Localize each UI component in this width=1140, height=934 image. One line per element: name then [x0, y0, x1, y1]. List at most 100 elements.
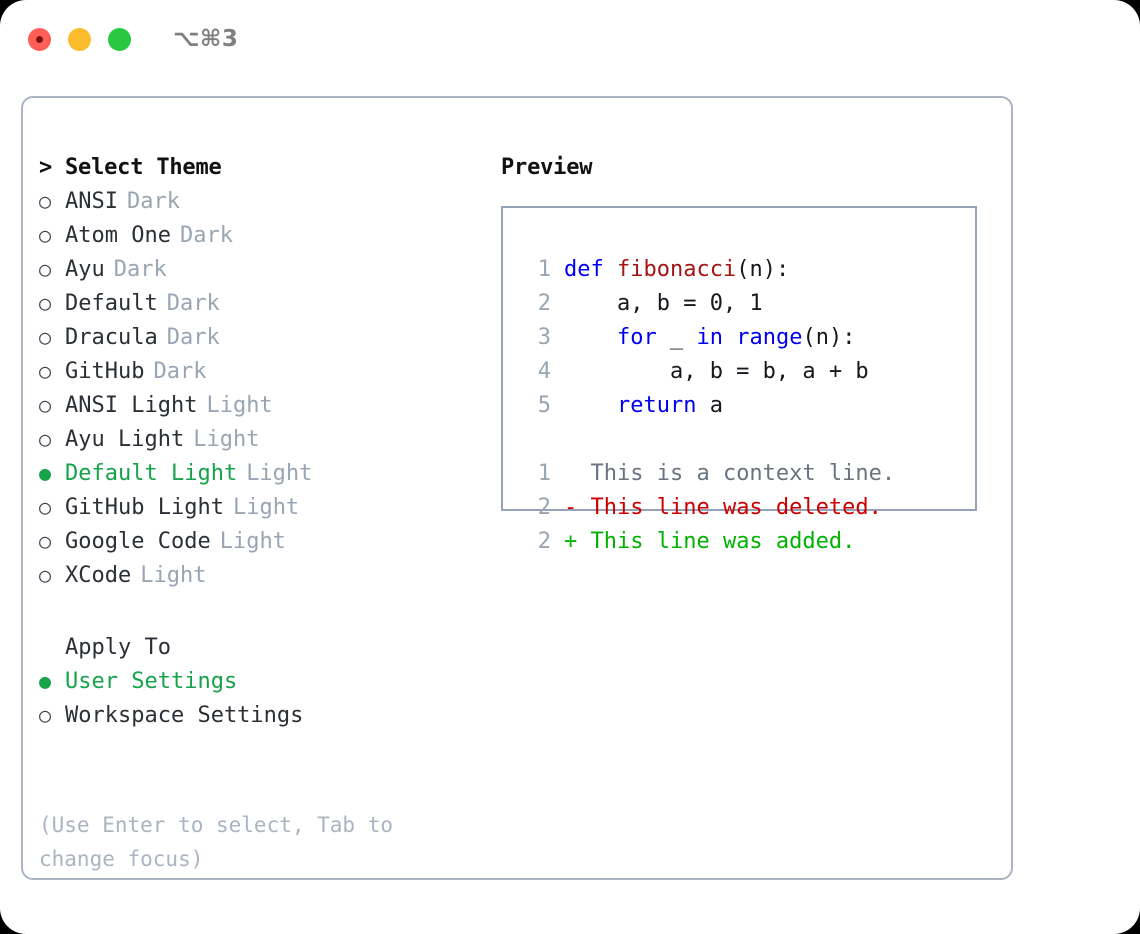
apply-to-title: Apply To: [65, 634, 171, 660]
code-line: 5 return a: [521, 388, 975, 422]
radio-unselected-icon: ○: [39, 703, 52, 727]
radio-unselected-icon: ○: [39, 291, 52, 315]
select-theme-title: Select Theme: [65, 154, 222, 180]
code-token: (n):: [736, 256, 790, 282]
apply-to-option-workspace-settings[interactable]: ○ Workspace Settings: [39, 698, 489, 732]
keyboard-hint: (Use Enter to select, Tab to change focu…: [39, 813, 406, 871]
line-number: 2: [537, 290, 551, 316]
theme-option-tag: Dark: [153, 358, 207, 384]
code-token: [723, 325, 736, 350]
code-token: a: [696, 392, 723, 418]
line-number: 1: [537, 460, 551, 486]
title-bar: ⌥⌘3: [0, 0, 1140, 78]
preview-title: Preview: [501, 154, 593, 180]
apply-to-option-user-settings[interactable]: ● User Settings: [39, 664, 489, 698]
line-number: 1: [537, 256, 551, 282]
apply-to-option-label: User Settings: [65, 668, 238, 694]
theme-option-ansi[interactable]: ○ ANSI Dark: [39, 184, 489, 218]
diff-sample: 1 This is a context line.2- This line wa…: [521, 456, 975, 558]
code-token: for: [616, 324, 657, 350]
diff-marker: [564, 461, 577, 486]
code-gap: [521, 422, 975, 456]
code-token: _: [656, 324, 697, 350]
theme-option-tag: Light: [232, 494, 300, 520]
line-number: 2: [537, 528, 551, 554]
code-token: a, b = b, a + b: [564, 358, 869, 384]
theme-option-label: ANSI Light: [65, 392, 198, 418]
diff-text: This line was deleted.: [577, 494, 882, 520]
theme-option-label: Ayu: [65, 256, 105, 282]
apply-to-header: Apply To: [39, 630, 489, 664]
diff-text: This line was added.: [577, 528, 856, 554]
code-token: def: [564, 256, 604, 282]
radio-selected-icon: ●: [39, 669, 52, 693]
radio-selected-icon: ●: [39, 461, 52, 485]
code-token: [564, 393, 617, 418]
theme-option-label: Default: [65, 290, 158, 316]
line-number: 5: [537, 392, 551, 418]
theme-option-tag: Light: [206, 392, 273, 418]
theme-option-tag: Dark: [166, 324, 220, 350]
theme-option-label: GitHub: [65, 358, 145, 384]
line-number: 2: [537, 494, 551, 520]
apply-to-list: ● User Settings ○ Workspace Settings: [39, 664, 489, 732]
theme-option-default[interactable]: ○ Default Dark: [39, 286, 489, 320]
diff-marker: -: [564, 494, 578, 520]
theme-option-tag: Dark: [166, 290, 220, 316]
code-line: 1 def fibonacci(n):: [521, 252, 975, 286]
diff-text: This is a context line.: [577, 460, 896, 486]
radio-unselected-icon: ○: [39, 223, 52, 247]
code-token: range: [736, 324, 803, 350]
code-line: 3 for _ in range(n):: [521, 320, 975, 354]
theme-option-github[interactable]: ○ GitHub Dark: [39, 354, 489, 388]
code-token: in: [696, 324, 723, 350]
select-theme-header: > Select Theme: [39, 150, 489, 184]
close-button[interactable]: [28, 27, 51, 51]
diff-line: 2- This line was deleted.: [521, 490, 975, 524]
code-line: 2 a, b = 0, 1: [521, 286, 975, 320]
apply-to-option-label: Workspace Settings: [65, 702, 304, 728]
radio-unselected-icon: ○: [39, 359, 52, 383]
theme-option-tag: Light: [246, 460, 313, 486]
line-number: 4: [537, 358, 551, 384]
theme-option-tag: Light: [219, 528, 286, 554]
theme-option-label: Default Light: [65, 460, 238, 486]
theme-option-label: XCode: [65, 562, 132, 588]
radio-unselected-icon: ○: [39, 495, 52, 519]
code-token: a, b = 0, 1: [564, 290, 763, 316]
caret-icon: >: [39, 154, 53, 180]
diff-marker: +: [564, 528, 578, 554]
minimize-button[interactable]: [68, 27, 91, 51]
radio-unselected-icon: ○: [39, 189, 52, 213]
theme-option-default-light[interactable]: ● Default Light Light: [39, 456, 489, 490]
theme-option-tag: Dark: [113, 256, 167, 282]
theme-option-tag: Dark: [179, 222, 233, 248]
code-token: fibonacci: [617, 256, 737, 282]
theme-option-tag: Light: [193, 426, 260, 452]
theme-option-tag: Dark: [126, 188, 180, 214]
radio-unselected-icon: ○: [39, 563, 52, 587]
radio-unselected-icon: ○: [39, 427, 52, 451]
theme-option-label: Google Code: [65, 528, 211, 554]
diff-line: 1 This is a context line.: [521, 456, 975, 490]
code-token: return: [616, 392, 697, 418]
radio-unselected-icon: ○: [39, 325, 52, 349]
zoom-button[interactable]: [108, 27, 131, 51]
theme-option-label: ANSI: [65, 188, 118, 214]
line-number: 3: [537, 324, 551, 350]
keyboard-shortcut-label: ⌥⌘3: [173, 26, 239, 52]
section-spacer: [39, 592, 489, 630]
